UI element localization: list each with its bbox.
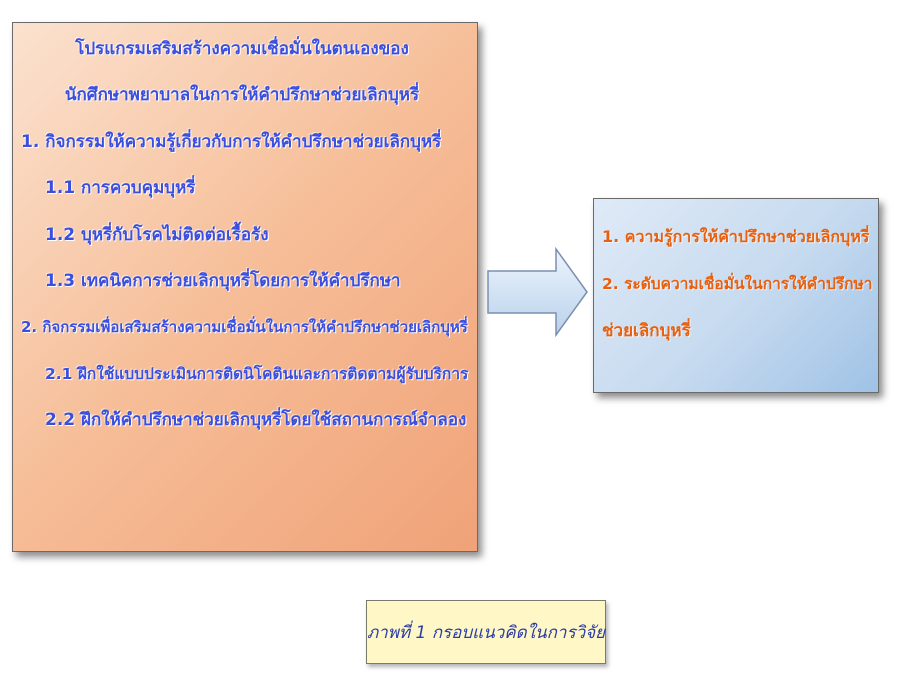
outcome-2-line-1: 2. ระดับความเชื่อมั่นในการให้คำปรึกษา — [602, 275, 873, 293]
flow-arrow-icon — [487, 247, 588, 337]
program-title-line-1: โปรแกรมเสริมสร้างความเชื่อมั่นในตนเองของ — [75, 39, 409, 59]
figure-caption: ภาพที่ 1 กรอบแนวคิดในการวิจัย — [366, 600, 606, 664]
activity-2-1: 2.1 ฝึกใช้แบบประเมินการติดนิโคตินและการต… — [45, 364, 469, 383]
activity-1-1: 1.1 การควบคุมบุหรี่ — [45, 178, 196, 199]
program-title-line-2: นักศึกษาพยาบาลในการให้คำปรึกษาช่วยเลิกบุ… — [64, 85, 420, 106]
activity-1-2: 1.2 บุหรี่กับโรคไม่ติดต่อเรื้อรัง — [45, 224, 269, 245]
outcome-1: 1. ความรู้การให้คำปรึกษาช่วยเลิกบุหรี่ — [602, 227, 870, 246]
figure-caption-text: ภาพที่ 1 กรอบแนวคิดในการวิจัย — [366, 622, 606, 643]
outcome-box: 1. ความรู้การให้คำปรึกษาช่วยเลิกบุหรี่ 2… — [593, 198, 879, 393]
activity-1: 1. กิจกรรมให้ความรู้เกี่ยวกับการให้คำปรึ… — [21, 131, 442, 152]
outcome-2-line-2: ช่วยเลิกบุหรี่ — [602, 321, 691, 341]
activity-2-2: 2.2 ฝึกให้คำปรึกษาช่วยเลิกบุหรี่โดยใช้สถ… — [45, 410, 467, 431]
activity-1-3: 1.3 เทคนิคการช่วยเลิกบุหรี่โดยการให้คำปร… — [45, 270, 401, 291]
program-box: โปรแกรมเสริมสร้างความเชื่อมั่นในตนเองของ… — [12, 22, 478, 552]
activity-2: 2. กิจกรรมเพื่อเสริมสร้างความเชื่อมั่นใน… — [21, 318, 468, 337]
